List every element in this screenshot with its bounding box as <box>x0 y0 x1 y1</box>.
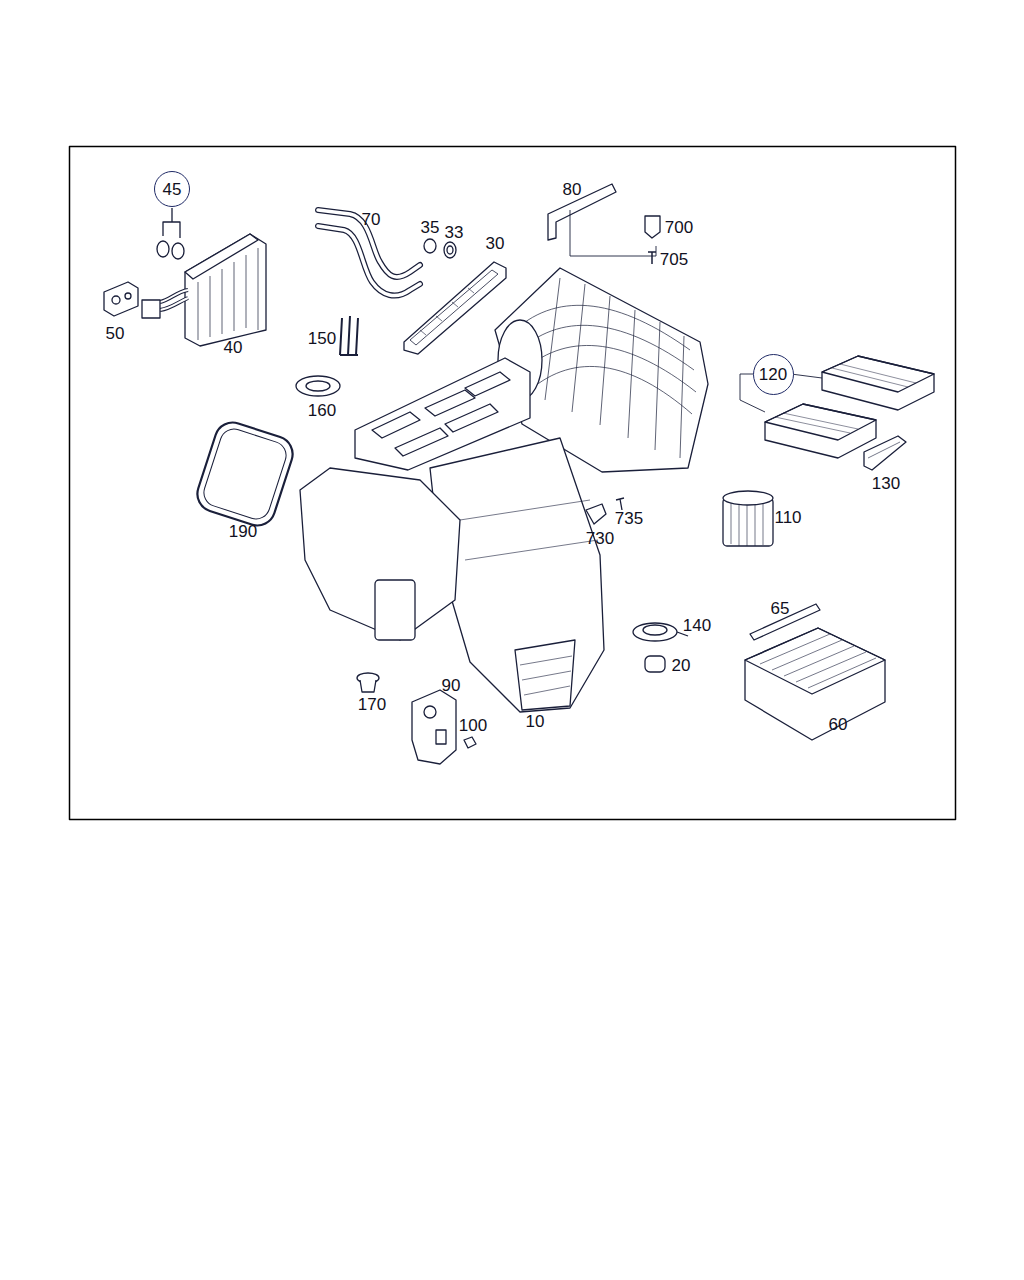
callout-number: 140 <box>681 616 713 635</box>
callout-number: 190 <box>227 522 259 541</box>
callout-number: 705 <box>658 250 690 269</box>
callout-number: 30 <box>484 234 507 253</box>
callout-circle: 45 <box>154 171 190 207</box>
callout-circle: 120 <box>753 354 794 395</box>
callout-number: 150 <box>306 329 338 348</box>
callout-number: 50 <box>104 324 127 343</box>
callout-number: 80 <box>561 180 584 199</box>
callout-number: 170 <box>356 695 388 714</box>
callout-number: 110 <box>772 508 803 527</box>
callout-number: 60 <box>827 715 850 734</box>
callout-number: 700 <box>663 218 695 237</box>
callout-number: 40 <box>222 338 245 357</box>
callout-number: 33 <box>443 223 466 242</box>
callout-number: 130 <box>870 474 902 493</box>
callout-number: 65 <box>769 599 792 618</box>
callout-number: 20 <box>670 656 693 675</box>
callout-number: 70 <box>360 210 383 229</box>
callout-number: 100 <box>457 716 489 735</box>
callout-number: 10 <box>524 712 547 731</box>
callout-number: 90 <box>440 676 463 695</box>
callout-number: 160 <box>306 401 338 420</box>
callout-number: 730 <box>584 529 616 548</box>
callout-number: 45 <box>163 181 182 198</box>
callout-number: 35 <box>419 218 442 237</box>
callout-number: 735 <box>613 509 645 528</box>
callout-number: 120 <box>759 366 787 383</box>
